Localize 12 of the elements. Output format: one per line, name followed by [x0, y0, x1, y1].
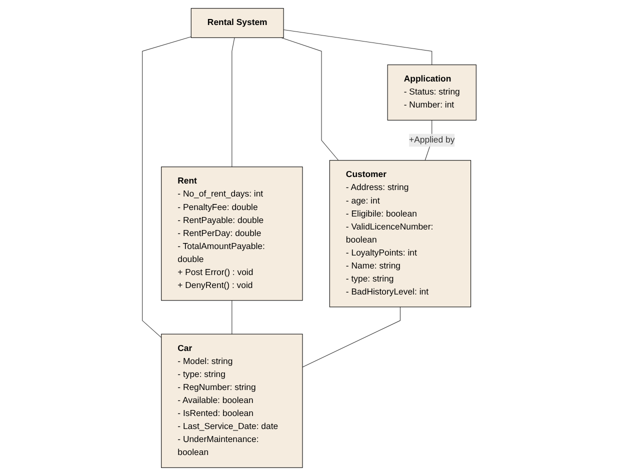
- connector: [142, 36, 192, 338]
- node-box: Rental System: [190, 8, 284, 38]
- node-box: Rent - No_of_rent_days: int - PenaltyFee: double - RentPayable: double - RentPerDay: double - TotalAmountPayable: double + Post Error() : void + DenyRent() : void: [160, 166, 303, 301]
- connector: [231, 37, 235, 168]
- node-box: Application - Status: string - Number: int: [387, 64, 476, 120]
- connector: [280, 37, 338, 161]
- node-box: Customer - Address: string - age: int - Eligibile: boolean - ValidLicenceNumber: boolean - LoyaltyPoints: int - Name: string - type: string - BadHistoryLevel: int: [329, 160, 471, 308]
- node-box: Car - Model: string - type: string - RegNumber: string - Available: boolean - IsRented: boolean - Last_Service_Date: date - UnderMaintenance: boolean: [160, 334, 303, 468]
- connector: [231, 300, 232, 334]
- edge-label: +Applied by: [408, 135, 454, 145]
- connector: [302, 306, 400, 368]
- connector: [283, 29, 432, 66]
